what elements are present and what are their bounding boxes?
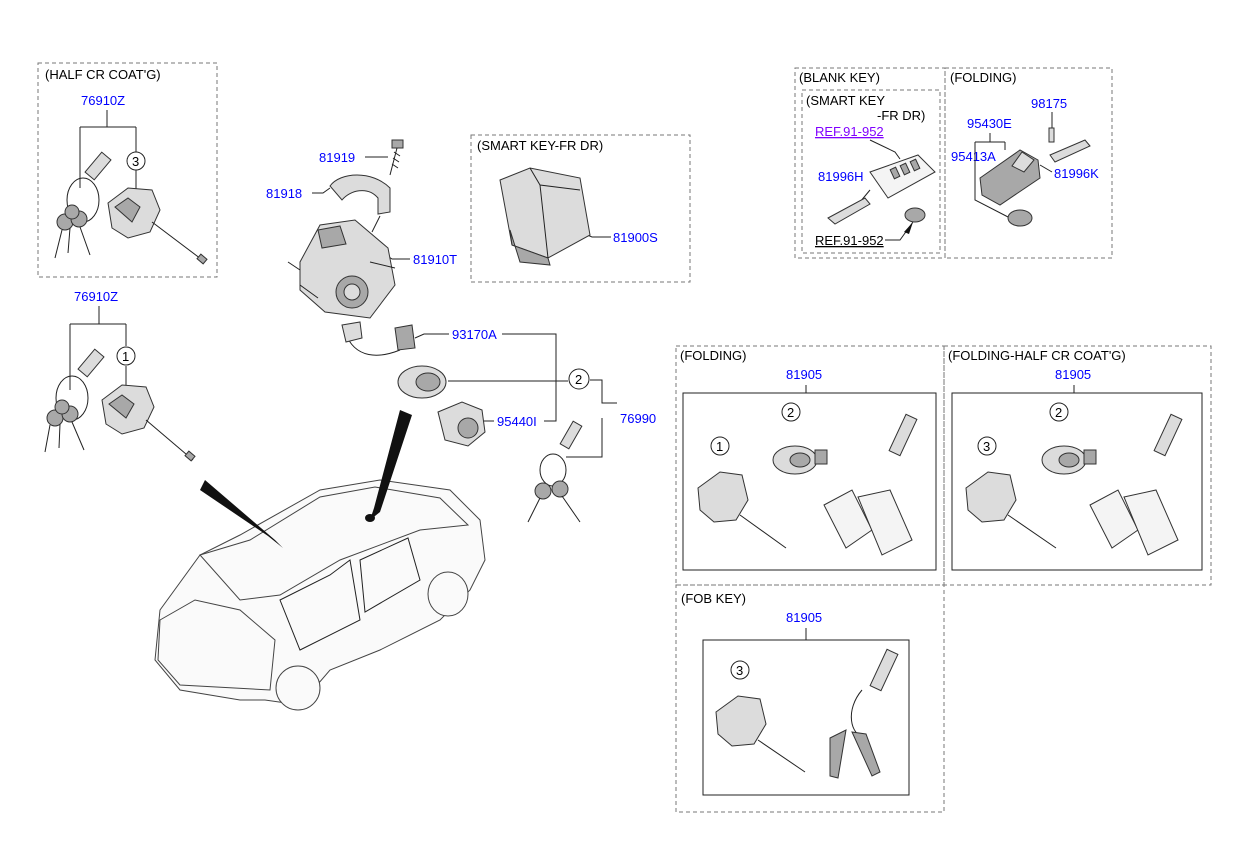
door-lock-cylinder-left-illustration [101,384,196,462]
ignition-switch-assembly-81910t-illustration [287,219,396,319]
coin-battery-illustration [904,207,926,223]
callout-3-half-cr: 3 [126,151,146,171]
folding-key-fob-95430e-illustration [979,149,1041,227]
callout-2-folding-half: 2 [1049,402,1069,422]
part-81900s[interactable]: 81900S [613,230,658,245]
part-81918[interactable]: 81918 [266,186,302,201]
folding-keys-illustration [823,413,918,556]
half-cr-coat-label: (HALF CR COAT'G) [45,67,161,82]
smart-key-module-81900s-illustration [499,167,591,266]
callout-3-fob: 3 [730,660,750,680]
folding-top-label: (FOLDING) [950,70,1016,85]
part-93170a[interactable]: 93170A [452,327,497,342]
blank-key-label: (BLANK KEY) [799,70,880,85]
smart-key-inner-box [801,89,941,254]
smart-key-fr-dr-box [470,134,691,283]
part-81996k[interactable]: 81996K [1054,166,1099,181]
smart-key-line2-label: -FR DR) [877,108,925,123]
part-81905-folding-half[interactable]: 81905 [1055,367,1091,382]
bracket-81918-illustration [329,174,391,215]
svg-text:3: 3 [132,154,139,169]
folding-mid-inner-box [682,392,937,571]
smart-key-fr-dr-label: (SMART KEY-FR DR) [477,138,603,153]
folding-top-box [944,67,1113,259]
folding-half-cr-label: (FOLDING-HALF CR COAT'G) [948,348,1126,363]
folding-half-ignition-illustration [1041,445,1097,475]
svg-text:2: 2 [1055,405,1062,420]
ref-91-952-bottom-link[interactable]: REF.91-952 [815,233,884,248]
immobilizer-95440i-illustration [437,401,486,447]
part-81910t[interactable]: 81910T [413,252,457,267]
folding-lock-cylinder-illustration [697,471,787,549]
fob-lock-cylinder-illustration [715,695,806,773]
part-76910z-top[interactable]: 76910Z [81,93,125,108]
emergency-key-81996h-illustration [827,197,871,225]
part-81905-fob[interactable]: 81905 [786,610,822,625]
part-76990[interactable]: 76990 [620,411,656,426]
folding-blade-81996k-illustration [1049,139,1091,163]
part-95430e[interactable]: 95430E [967,116,1012,131]
key-set-left-illustration [44,348,105,453]
fob-key-label: (FOB KEY) [681,591,746,606]
svg-text:1: 1 [716,439,723,454]
part-81905-folding[interactable]: 81905 [786,367,822,382]
pointer-arrows [200,410,412,548]
folding-half-keys-illustration [1089,413,1183,556]
smart-key-line1-label: (SMART KEY [806,93,885,108]
part-95413a[interactable]: 95413A [951,149,996,164]
folding-mid-label: (FOLDING) [680,348,746,363]
svg-text:3: 3 [736,663,743,678]
callout-2-folding: 2 [781,402,801,422]
svg-text:2: 2 [575,372,582,387]
part-81996h[interactable]: 81996H [818,169,864,184]
folding-ignition-illustration [772,445,828,475]
part-81919[interactable]: 81919 [319,150,355,165]
fob-keys-illustration [829,648,899,779]
callout-1-left: 1 [116,346,136,366]
folding-half-cr-box [943,345,1212,586]
door-lock-cylinder-half-cr-illustration [107,187,208,265]
half-cr-coat-box [37,62,218,278]
key-set-76990-illustration [527,420,583,523]
lock-cylinder-illustration [397,365,447,399]
part-98175[interactable]: 98175 [1031,96,1067,111]
part-95440i[interactable]: 95440I [497,414,537,429]
ref-91-952-top-link[interactable]: REF.91-952 [815,124,884,139]
smart-key-fob-illustration [869,154,936,199]
svg-text:3: 3 [983,439,990,454]
folding-half-lock-cylinder-illustration [965,471,1057,549]
pin-98175-illustration [1048,127,1055,143]
callout-3-folding-half: 3 [977,436,997,456]
callout-1-folding: 1 [710,436,730,456]
svg-text:2: 2 [787,405,794,420]
key-set-half-cr-illustration [54,151,112,259]
part-76910z-left[interactable]: 76910Z [74,289,118,304]
wiring-93170a-illustration [341,321,416,356]
fob-key-box [675,584,945,813]
bolt-81919-illustration [389,139,404,176]
folding-half-cr-inner-box [951,392,1203,571]
vehicle-illustration [154,479,486,711]
svg-text:1: 1 [122,349,129,364]
callout-2-center: 2 [568,368,590,390]
